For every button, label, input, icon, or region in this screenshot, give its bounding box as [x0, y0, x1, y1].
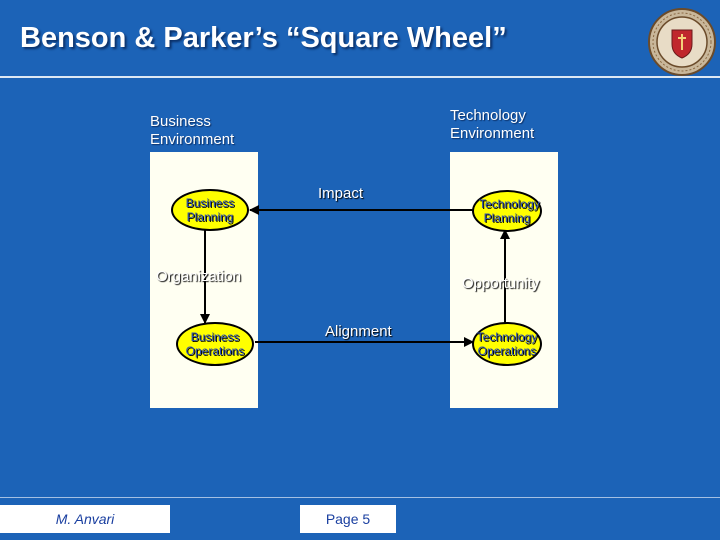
business-planning-oval: Business Planning [171, 189, 249, 231]
page-number-text: Page 5 [325, 511, 371, 527]
business-operations-oval: Business Operations [176, 322, 254, 366]
title-divider [0, 76, 720, 78]
author-text: M. Anvari [55, 511, 115, 527]
university-seal-icon [648, 8, 716, 76]
technology-planning-oval: Technology Planning [472, 190, 542, 232]
business-planning-label: Business Planning [185, 196, 235, 224]
impact-label: Impact [318, 185, 364, 202]
technology-operations-label: Technology Operations [476, 330, 538, 358]
technology-planning-label: Technology Planning [479, 197, 540, 225]
technology-environment-heading: Technology Environment [450, 107, 535, 142]
footer-page: Page 5 [300, 505, 396, 533]
footer-divider [0, 497, 720, 498]
business-environment-heading: Business Environment [150, 113, 235, 148]
alignment-label: Alignment [325, 323, 392, 340]
business-operations-label: Business Operations [185, 330, 245, 358]
technology-operations-oval: Technology Operations [472, 322, 542, 366]
footer-author: M. Anvari [0, 505, 170, 533]
slide-title: Benson & Parker’s “Square Wheel” [20, 22, 507, 54]
organization-label: Organization [156, 268, 242, 285]
opportunity-label: Opportunity [462, 275, 540, 292]
